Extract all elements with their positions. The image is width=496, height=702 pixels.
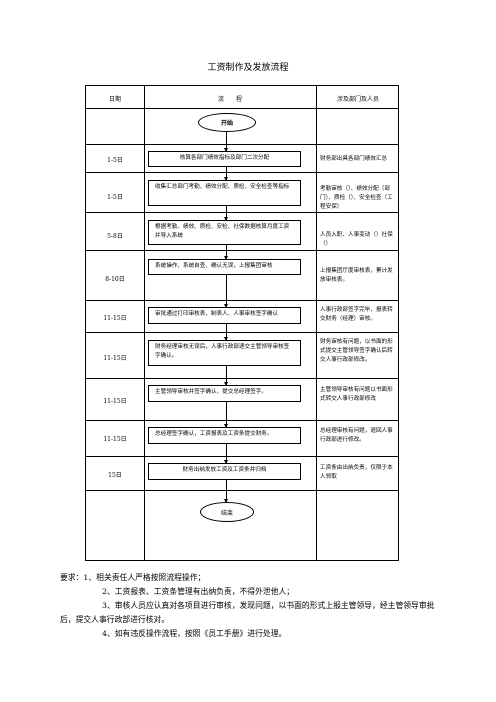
row-divider	[86, 212, 398, 213]
step-box: 收集汇总部门考勤、绩效分配、质检、安全检查等指标	[148, 180, 301, 206]
row-date: 11-15日	[103, 355, 127, 362]
step-box: 财务经理审核无误后，人事行政部递交主管领导审核签字确认。	[148, 340, 301, 366]
end-node: 结束	[200, 502, 254, 522]
row-dept: 财务审核有问题，以书面的形式提交主管领导签字确认后转交人事行政部修改。	[320, 339, 393, 363]
col-divider-date	[144, 86, 145, 560]
requirement-item: 4、如有违反操作流程，按照《员工手册》进行处理。	[102, 629, 287, 638]
step-box: 核算各部门绩效指标及部门二次分配	[148, 151, 301, 167]
header-flow: 流 程	[217, 96, 242, 103]
requirement-line: 要求：1、相关责任人严格按照流程操作；	[60, 571, 440, 585]
step-box: 根据考勤、绩效、质检、安检、社保数据核算月度工资并导入系统	[148, 220, 301, 245]
row-dept: 考勤审核（）、绩效分配（部门）、质检（）、安全检查（工程安保）	[320, 186, 393, 210]
row-dept: 工资条由出纳负责，仅限于本人领取	[320, 465, 393, 480]
row-date: 11-15日	[103, 315, 127, 322]
row-date: 8-10日	[105, 276, 125, 283]
flow-arrow	[224, 366, 229, 386]
row-date: 1-5日	[107, 194, 123, 201]
start-node: 开始	[198, 113, 256, 132]
flow-arrow	[224, 324, 229, 341]
row-divider	[86, 420, 398, 421]
flow-arrow	[224, 206, 229, 221]
row-date: 11-15日	[103, 398, 127, 405]
flow-arrow	[224, 275, 229, 308]
requirements-lead: 要求：	[60, 573, 84, 582]
row-divider	[86, 250, 398, 251]
flow-arrow	[224, 480, 229, 503]
flow-arrow	[224, 245, 229, 260]
step-box: 财务出纳发放工资及工资条并归档	[148, 463, 301, 480]
col-divider-dept	[316, 86, 317, 560]
requirement-item: 2、工资报表、工资条管理有出纳负责，不得外泄他人；	[102, 587, 295, 596]
row-divider	[86, 456, 398, 457]
row-dept: 人员入职、人事变动（）社保（）	[320, 232, 393, 247]
header-divider	[86, 108, 398, 109]
flow-arrow	[224, 132, 229, 152]
row-dept: 人事行政部签字完毕，报表转交财务（经理）审核。	[320, 307, 393, 322]
row-date: 1-5日	[107, 157, 123, 164]
requirement-item: 3、审核人员应认真对各项目进行审核，发现问题，以书面的形式上报主管领导，经主管领…	[60, 601, 435, 624]
row-divider	[86, 378, 398, 379]
row-date: 5-8日	[107, 233, 123, 240]
row-dept: 主管领导审核有问题以书面形式转交人事行政部修改	[320, 387, 393, 402]
process-table: 日期 流 程 涉及部门及人员 开始 1-5日 核算各部门绩效指标及部门二次分配 …	[85, 85, 399, 561]
flow-arrow	[224, 167, 229, 181]
header-date: 日期	[108, 96, 121, 103]
header-dept: 涉及部门及人员	[336, 96, 379, 103]
row-divider	[86, 332, 398, 333]
row-dept: 总经理审核有问题，退回人事行政部进行修改。	[320, 428, 393, 443]
row-dept: 上报集团厅度审核表，累计发放审核表。	[320, 268, 393, 283]
row-divider	[86, 490, 398, 491]
step-box: 系统操作、系统自查、确认无误，上报集团审核	[148, 259, 301, 275]
row-dept: 财务部出具各部门绩效汇总	[320, 156, 388, 162]
flow-arrow	[224, 402, 229, 428]
step-box: 审批通过打印审核表，制表人、人事审核签字确认	[148, 307, 301, 324]
page-title: 工资制作及发放流程	[207, 63, 289, 73]
row-date: 15日	[108, 472, 122, 479]
requirements-section: 要求：1、相关责任人严格按照流程操作； 2、工资报表、工资条管理有出纳负责，不得…	[60, 571, 440, 641]
step-box: 主管领导审核并签字确认，提交总经理签字。	[148, 385, 301, 402]
row-divider	[86, 172, 398, 173]
step-box: 总经理签字确认，工资报表及工资条提交财务。	[148, 427, 301, 444]
row-divider	[86, 300, 398, 301]
flow-arrow	[224, 444, 229, 464]
requirement-item: 1、相关责任人严格按照流程操作；	[83, 573, 206, 582]
row-divider	[86, 144, 398, 145]
row-date: 11-15日	[103, 436, 127, 443]
